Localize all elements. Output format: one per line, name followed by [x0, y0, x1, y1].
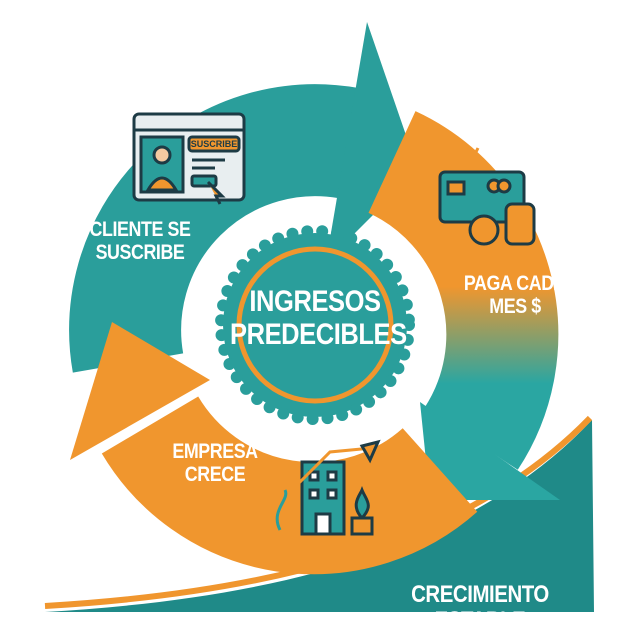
subscribe-webpage-icon: [132, 112, 246, 205]
credit-card-coins-icon: [438, 147, 536, 246]
step-3-line1: EMPRESA: [172, 440, 258, 463]
step-2-line2: MES $: [489, 295, 541, 319]
orange-teal-arrow: [367, 111, 560, 500]
center-badge: [215, 225, 415, 425]
orange-arrow: [70, 322, 478, 575]
step-1-line1: CLIENTE SE: [89, 218, 191, 241]
center-title: INGRESOS PREDECIBLES: [230, 285, 407, 351]
step-2-label: PAGA CADA MES $: [460, 272, 571, 318]
center-line1: INGRESOS: [249, 285, 381, 318]
step-3-label: EMPRESA CRECE: [160, 440, 271, 486]
footer-label: CRECIMIENTO ESTABLE: [411, 581, 549, 635]
step-1-label: CLIENTE SE SUSCRIBE: [81, 218, 200, 264]
growth-area: [45, 420, 594, 612]
step-3-line2: CRECE: [184, 463, 246, 487]
subscribe-button-text: SUSCRIBE: [191, 139, 238, 149]
step-2-line1: PAGA CADA: [463, 272, 567, 295]
building-growth-icon: [275, 439, 381, 536]
step-1-line2: SUSCRIBE: [95, 241, 185, 265]
center-line2: PREDECIBLES: [230, 318, 407, 351]
